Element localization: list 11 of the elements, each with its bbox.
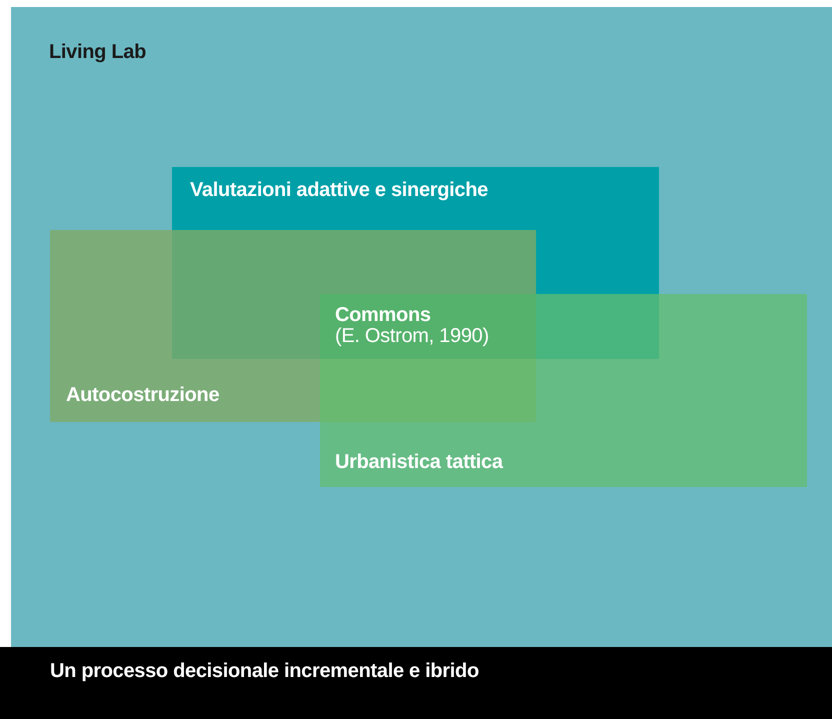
overlap-area — [320, 294, 536, 359]
area-box — [320, 294, 807, 487]
overlap-heading: Commons — [335, 304, 431, 327]
area-heading: Autocostruzione — [66, 384, 220, 407]
panel-heading: Living Lab — [49, 41, 146, 64]
citation: (E. Ostrom, 1990) — [335, 325, 489, 348]
panel — [11, 7, 832, 647]
band-text: Un processo decisionale incrementale e ibrido — [50, 660, 479, 683]
area-heading: Urbanistica tattica — [335, 451, 503, 474]
area-heading: Valutazioni adattive e sinergiche — [190, 179, 488, 202]
caption-band — [0, 647, 832, 719]
